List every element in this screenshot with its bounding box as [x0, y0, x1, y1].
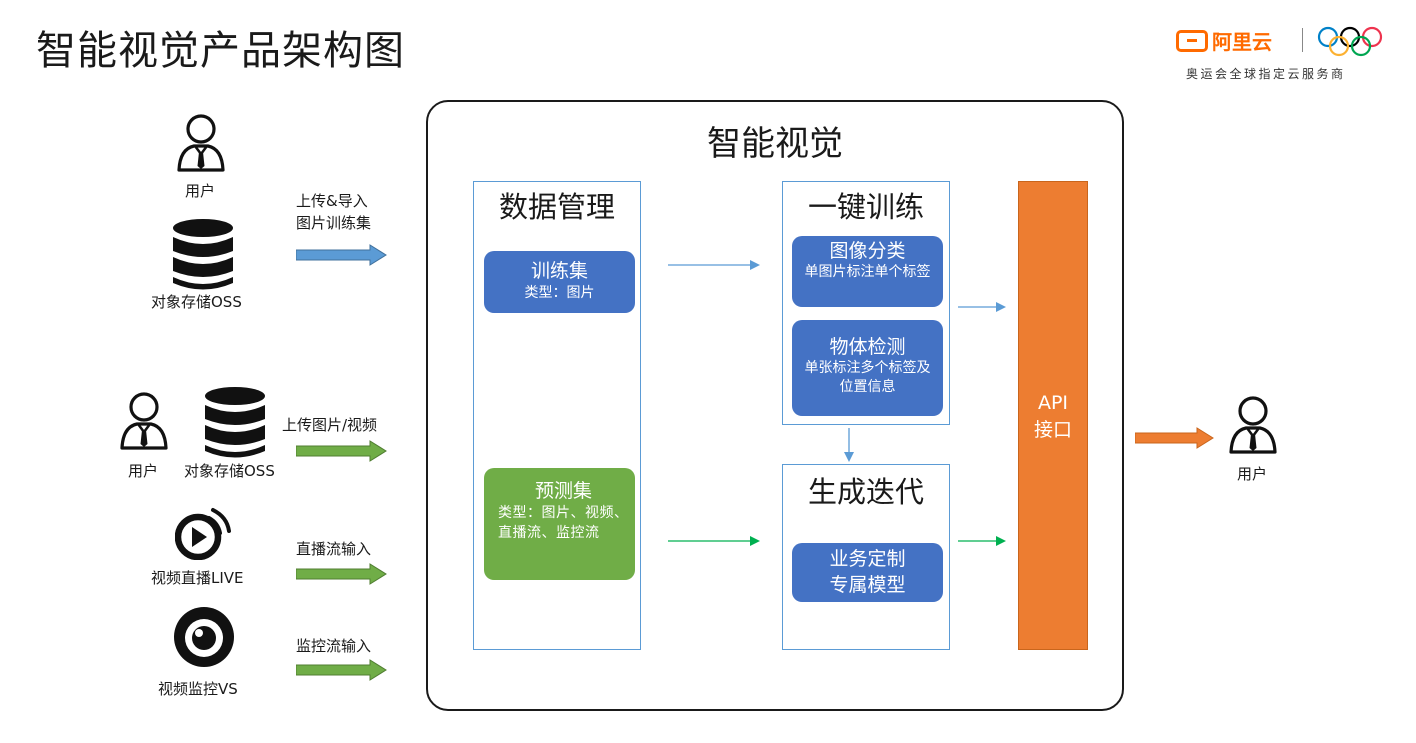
api-label-line2: 接口	[1033, 419, 1072, 441]
image-classification-title: 图像分类	[829, 240, 906, 262]
training-arrow-label-1: 上传&导入	[296, 192, 368, 210]
training-user-label: 用户	[185, 182, 216, 200]
database-icon	[172, 218, 234, 290]
brand-divider	[1302, 28, 1303, 52]
data-management-title: 数据管理	[498, 190, 615, 224]
live-arrow-label: 直播流输入	[296, 540, 372, 558]
custom-model-card: 业务定制 专属模型	[792, 543, 943, 602]
camera-icon	[174, 607, 234, 667]
user-icon	[1227, 394, 1279, 454]
main-frame	[426, 100, 1124, 711]
main-title: 智能视觉	[707, 124, 843, 164]
object-detection-card: 物体检测 单张标注多个标签及位置信息	[792, 320, 943, 416]
user-icon	[175, 112, 227, 172]
one-click-training-title: 一键训练	[807, 190, 924, 224]
upload-arrow-green	[296, 440, 387, 462]
training-arrow-label-2: 图片训练集	[296, 214, 372, 232]
connector-arrow-blue	[958, 302, 1006, 312]
training-set-card: 训练集 类型：图片	[484, 251, 635, 313]
page-title: 智能视觉产品架构图	[36, 28, 405, 74]
custom-model-line2: 专属模型	[829, 574, 906, 596]
output-arrow-orange	[1135, 427, 1214, 449]
image-classification-desc: 单图片标注单个标签	[804, 264, 931, 280]
object-detection-title: 物体检测	[829, 336, 906, 358]
live-label: 视频直播LIVE	[151, 569, 244, 587]
training-storage-label: 对象存储OSS	[151, 293, 242, 311]
prediction-set-desc: 类型：图片、视频、直播流、监控流	[498, 505, 629, 541]
custom-model-line1: 业务定制	[829, 548, 906, 570]
prediction-storage-label: 对象存储OSS	[184, 462, 275, 480]
api-bar	[1018, 181, 1088, 650]
object-detection-desc: 单张标注多个标签及位置信息	[804, 360, 931, 395]
monitor-label: 视频监控VS	[158, 680, 238, 698]
connector-arrow-green	[668, 536, 760, 546]
live-arrow-green	[296, 563, 387, 585]
connector-arrow-down	[844, 428, 854, 462]
api-label-line1: API	[1037, 392, 1069, 414]
brand-logo: 阿里云 奥运会全球指定云服务商	[1176, 26, 1386, 86]
brand-slogan: 奥运会全球指定云服务商	[1186, 67, 1346, 81]
aliyun-logo-icon	[1176, 29, 1208, 52]
training-set-desc: 类型：图片	[524, 285, 595, 301]
prediction-set-card: 预测集 类型：图片、视频、直播流、监控流	[484, 468, 635, 580]
image-classification-card: 图像分类 单图片标注单个标签	[792, 236, 943, 307]
prediction-set-title: 预测集	[534, 480, 592, 502]
output-user-label: 用户	[1237, 465, 1268, 483]
live-broadcast-icon	[175, 508, 231, 560]
prediction-user-label: 用户	[128, 462, 159, 480]
olympic-rings-icon	[1317, 26, 1383, 57]
iteration-title: 生成迭代	[807, 475, 924, 509]
api-label: API 接口	[1018, 390, 1088, 444]
training-set-title: 训练集	[530, 260, 588, 282]
monitor-arrow-label: 监控流输入	[296, 637, 372, 655]
user-icon	[118, 390, 170, 450]
database-icon	[204, 386, 266, 458]
prediction-arrow-label: 上传图片/视频	[282, 416, 378, 434]
connector-arrow-green	[958, 536, 1006, 546]
upload-arrow-blue	[296, 244, 387, 266]
monitor-arrow-green	[296, 659, 387, 681]
brand-name: 阿里云	[1212, 30, 1272, 54]
connector-arrow-blue	[668, 260, 760, 270]
